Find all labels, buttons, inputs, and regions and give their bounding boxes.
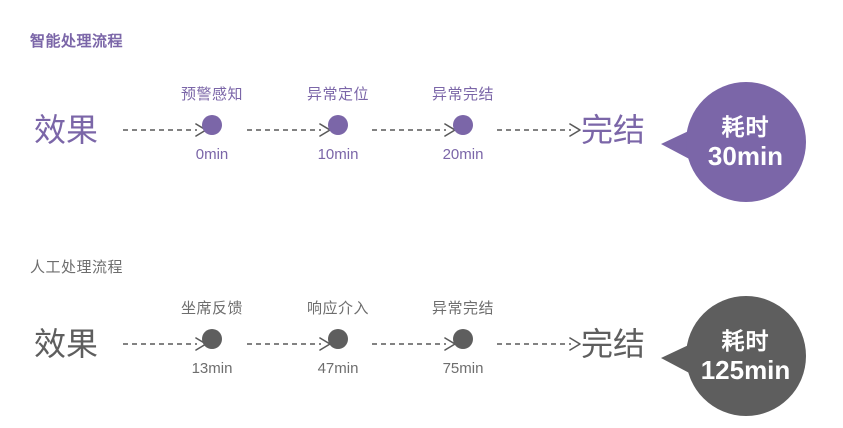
- manual-step-1-title: 坐席反馈: [180, 300, 243, 317]
- smart-duration-bubble[interactable]: 耗时 30min: [661, 82, 813, 202]
- smart-flow-heading: 智能处理流程: [30, 33, 124, 50]
- dashed-arrow-icon: [497, 123, 581, 137]
- manual-step-3-time: 75min: [442, 360, 484, 377]
- smart-step-1-dot: [202, 115, 222, 135]
- speech-bubble-icon: [661, 296, 806, 416]
- manual-arrow-4: [497, 336, 582, 352]
- smart-end-label: 完结: [581, 112, 646, 148]
- manual-step-1-dot: [202, 329, 222, 349]
- manual-step-3-dot: [453, 329, 473, 349]
- speech-bubble-icon: [661, 82, 806, 202]
- smart-step-3[interactable]: 异常完结 20min: [403, 86, 523, 164]
- manual-step-2-time: 47min: [317, 360, 359, 377]
- manual-step-3-title: 异常完结: [431, 300, 494, 317]
- smart-start-label: 效果: [34, 112, 99, 148]
- smart-step-2-title: 异常定位: [306, 86, 369, 103]
- manual-step-2-dot: [328, 329, 348, 349]
- manual-flow-section: 人工处理流程 效果 坐席反馈 13min 响应介入 47mi: [0, 214, 843, 428]
- manual-step-1[interactable]: 坐席反馈 13min: [152, 300, 272, 378]
- manual-flow-timeline: 效果 坐席反馈 13min 响应介入 47min: [0, 296, 843, 416]
- smart-step-2[interactable]: 异常定位 10min: [278, 86, 398, 164]
- smart-arrow-4: [497, 122, 582, 138]
- manual-step-1-time: 13min: [191, 360, 233, 377]
- smart-step-3-title: 异常完结: [431, 86, 494, 103]
- manual-flow-heading: 人工处理流程: [30, 259, 124, 276]
- smart-flow-section: 智能处理流程 效果 预警感知 0min 异常定位 10min: [0, 33, 843, 202]
- smart-step-3-dot: [453, 115, 473, 135]
- manual-step-2-title: 响应介入: [306, 300, 369, 317]
- smart-step-1-title: 预警感知: [180, 86, 243, 103]
- smart-flow-timeline: 效果 预警感知 0min 异常定位 10min: [0, 82, 843, 202]
- manual-step-3[interactable]: 异常完结 75min: [403, 300, 523, 378]
- manual-duration-bubble[interactable]: 耗时 125min: [661, 296, 813, 416]
- manual-step-2[interactable]: 响应介入 47min: [278, 300, 398, 378]
- dashed-arrow-icon: [497, 337, 581, 351]
- smart-step-2-dot: [328, 115, 348, 135]
- smart-step-1-time: 0min: [195, 146, 229, 163]
- manual-end-label: 完结: [581, 326, 646, 362]
- manual-start-label: 效果: [34, 326, 99, 362]
- smart-step-2-time: 10min: [317, 146, 359, 163]
- smart-step-1[interactable]: 预警感知 0min: [152, 86, 272, 164]
- smart-step-3-time: 20min: [442, 146, 484, 163]
